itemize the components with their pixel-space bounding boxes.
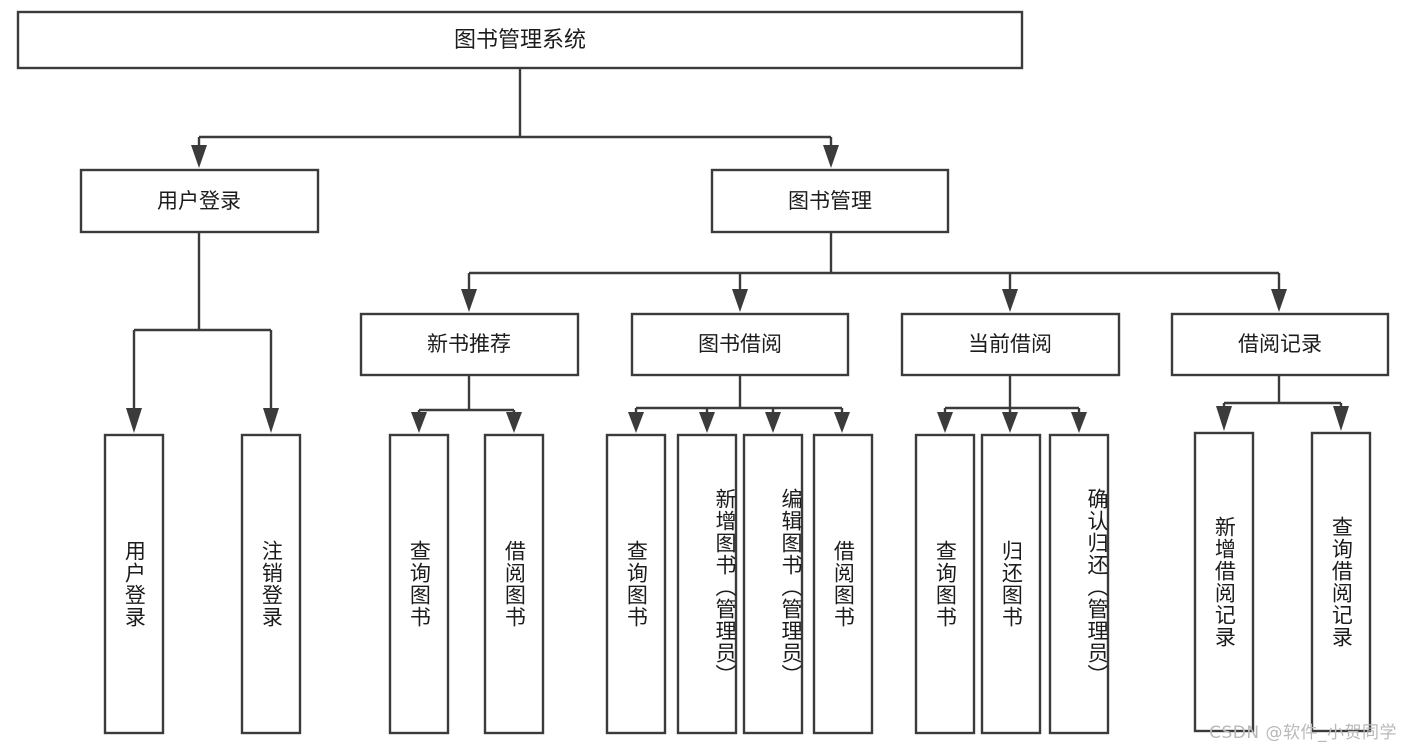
- leaf-box-user-login[interactable]: [103, 433, 165, 735]
- connector-bookmgmt-to-level2: [461, 233, 1287, 312]
- leaf-box-query-book-2[interactable]: [605, 433, 667, 735]
- node-current-borrow-box[interactable]: [900, 312, 1121, 377]
- arrow-icon: [1216, 406, 1232, 431]
- node-book-borrow[interactable]: 图书借阅: [630, 312, 850, 377]
- node-root-label: 图书管理系统: [454, 28, 586, 53]
- arrow-icon: [411, 412, 427, 433]
- arrow-icon: [834, 412, 850, 433]
- leaf-box-query-book-3[interactable]: [914, 433, 976, 735]
- connector-bookborrow-to-leaves: [628, 375, 850, 433]
- arrow-icon: [1071, 412, 1087, 433]
- node-new-book-recommend-label: 新书推荐: [427, 332, 511, 356]
- node-user-login-label: 用户登录: [157, 189, 241, 213]
- node-book-management-box[interactable]: [710, 168, 950, 234]
- node-borrow-record-label: 借阅记录: [1238, 332, 1322, 356]
- node-borrow-record-box[interactable]: [1170, 312, 1390, 377]
- leaf-box-edit-book[interactable]: [742, 433, 804, 735]
- arrow-icon: [1002, 289, 1018, 312]
- arrow-icon: [1333, 406, 1349, 431]
- arrow-icon: [263, 408, 279, 433]
- leaf-box-confirm-return[interactable]: [1048, 433, 1110, 735]
- node-new-book-recommend-box[interactable]: [359, 312, 580, 377]
- watermark-text: CSDN @软件_小贺同学: [1209, 723, 1397, 743]
- leaf-box-borrow-book-1[interactable]: [483, 433, 545, 735]
- node-new-book-recommend[interactable]: 新书推荐: [359, 312, 580, 377]
- node-book-management[interactable]: 图书管理: [710, 168, 950, 234]
- node-root[interactable]: 图书管理系统: [16, 10, 1024, 70]
- node-current-borrow[interactable]: 当前借阅: [900, 312, 1121, 377]
- node-root-box[interactable]: [16, 10, 1024, 70]
- arrow-icon: [628, 412, 644, 433]
- leaf-box-return-book[interactable]: [980, 433, 1042, 735]
- arrow-icon: [937, 412, 953, 433]
- leaf-box-query-borrow-record[interactable]: [1310, 431, 1372, 733]
- arrow-icon: [191, 145, 207, 168]
- arrow-icon: [699, 412, 715, 433]
- arrow-icon: [1271, 289, 1287, 312]
- arrow-icon: [1002, 412, 1018, 433]
- arrow-icon: [461, 289, 477, 312]
- node-book-management-label: 图书管理: [788, 189, 872, 213]
- node-book-borrow-label: 图书借阅: [698, 332, 782, 356]
- arrow-icon: [732, 289, 748, 312]
- connector-currentborrow-to-leaves: [937, 375, 1087, 433]
- connector-userlogin-to-leaves: [126, 233, 279, 433]
- arrow-icon: [823, 145, 839, 168]
- node-book-borrow-box[interactable]: [630, 312, 850, 377]
- leaf-box-query-book-1[interactable]: [388, 433, 450, 735]
- leaf-box-borrow-book-2[interactable]: [812, 433, 874, 735]
- connector-borrowrecord-to-leaves: [1216, 375, 1349, 431]
- leaf-box-logout[interactable]: [240, 433, 302, 735]
- arrow-icon: [506, 412, 522, 433]
- node-user-login[interactable]: 用户登录: [79, 168, 320, 234]
- connector-newbook-to-leaves: [411, 375, 522, 433]
- node-borrow-record[interactable]: 借阅记录: [1170, 312, 1390, 377]
- leaf-box-add-book[interactable]: [676, 433, 738, 735]
- arrow-icon: [765, 412, 781, 433]
- node-user-login-box[interactable]: [79, 168, 320, 234]
- connector-root-to-level1: [191, 69, 839, 168]
- leaf-box-add-borrow-record[interactable]: [1193, 431, 1255, 733]
- arrow-icon: [126, 408, 142, 433]
- node-current-borrow-label: 当前借阅: [968, 332, 1052, 356]
